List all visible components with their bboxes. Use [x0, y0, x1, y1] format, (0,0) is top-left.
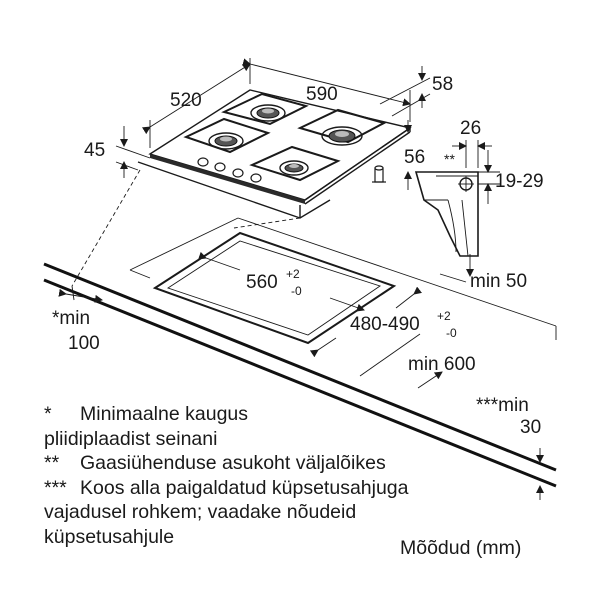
burner-front-right [279, 160, 309, 176]
side-profile-detail [414, 140, 500, 257]
hob-dimension-lines [115, 58, 431, 190]
hob-drawing [137, 89, 412, 219]
worktop [43, 217, 557, 488]
burner-front-left [208, 132, 244, 150]
footnote-3-mark: *** [44, 476, 67, 499]
dim-480-490-label: 480-490 [350, 314, 420, 335]
dim-56-label: 56 [404, 147, 425, 168]
dim-19-29-label: 19-29 [495, 171, 544, 192]
dim-min50-line [439, 254, 474, 283]
dim-min30-label-b: 30 [520, 417, 541, 438]
dim-480-tol-upper: +2 [437, 309, 451, 323]
footnote-2-line1: Gaasiühenduse asukoht väljalõikes [80, 452, 386, 474]
dim-560-tol-lower: -0 [291, 284, 302, 298]
dim-520-label: 520 [170, 90, 202, 111]
dim-560-label: 560 [246, 272, 278, 293]
footnote-1-line2: pliidiplaadist seinani [44, 427, 218, 450]
footnote-3-line1: Koos alla paigaldatud küpsetusahjuga [80, 476, 409, 499]
gas-connector [372, 165, 386, 183]
dim-min50-label: min 50 [470, 271, 527, 292]
footnote-2: ** Gaasiühenduse asukoht väljalõikes [44, 451, 564, 476]
footnote-3-line2: vajadusel rohkem; vaadake nõudeid [44, 501, 357, 523]
dim-480-tol-lower: -0 [446, 326, 457, 340]
dim-min30-label-a: ***min [476, 395, 529, 416]
dim-590-label: 590 [306, 84, 338, 105]
dim-min100-label-b: 100 [68, 333, 100, 354]
dim-560-arrows [198, 251, 365, 312]
units-label: Mõõdud (mm) [400, 537, 522, 559]
footnote-1: * Minimaalne kaugus [44, 402, 564, 427]
footnotes: * Minimaalne kaugus pliidiplaadist seina… [44, 402, 564, 549]
dim-560-tol-upper: +2 [286, 267, 300, 281]
footnote-3-line3: küpsetusahjule [44, 525, 175, 548]
dim-480-arrows [309, 286, 422, 358]
dimension-labels: 520 590 58 45 56 26 ** 19-29 560 +2 -0 4… [52, 74, 544, 438]
dim-26-label: 26 [460, 118, 481, 139]
cutout-opening [152, 231, 397, 345]
burner-rear-right [321, 126, 363, 146]
gas-connection-mark: ** [444, 151, 455, 167]
hob-front-edge [150, 154, 305, 204]
footnote-2-mark: ** [44, 452, 60, 474]
dim-min100-line [58, 285, 103, 303]
dim-min600-label: min 600 [408, 354, 476, 375]
burner-rear-left [250, 104, 286, 122]
dim-min600-line [359, 333, 443, 389]
control-knobs [197, 157, 262, 183]
footnote-1-line1: Minimaalne kaugus [80, 403, 249, 425]
projection-dashed-lines [71, 169, 301, 287]
footnote-1-mark: * [44, 403, 52, 425]
footnote-3: *** Koos alla paigaldatud küpsetusahjuga [44, 476, 564, 501]
dim-58-label: 58 [432, 74, 453, 95]
dim-45-label: 45 [84, 140, 105, 161]
dim-min100-label-a: *min [52, 308, 90, 329]
